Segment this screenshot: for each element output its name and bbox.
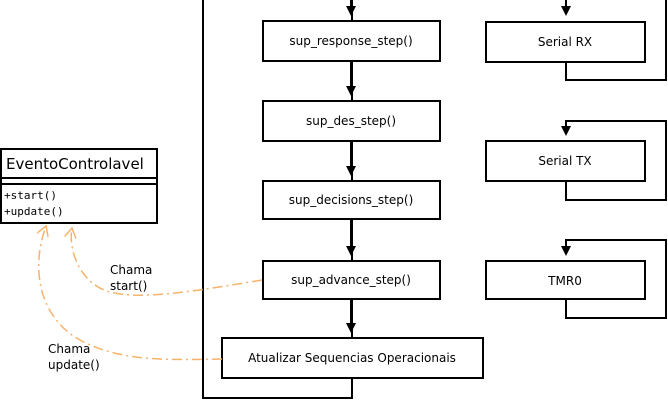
serial-tx-box bbox=[485, 140, 646, 182]
step-label-update-sequences: Atualizar Sequencias Operacionais bbox=[248, 351, 456, 365]
step-label-decisions: sup_decisions_step() bbox=[289, 193, 414, 207]
call-label-update-line1: Chama bbox=[48, 342, 90, 356]
step-box-advance bbox=[262, 260, 441, 300]
step-label-des: sup_des_step() bbox=[306, 114, 396, 128]
step-box-update-sequences bbox=[221, 337, 484, 379]
class-name: EventoControlavel bbox=[6, 155, 144, 173]
call-label-start-line1: Chama bbox=[110, 263, 152, 277]
step-box-response bbox=[262, 20, 441, 62]
serial-rx-label: Serial RX bbox=[538, 35, 592, 49]
call-link-start bbox=[71, 228, 263, 296]
class-method-start: +start() bbox=[4, 189, 57, 202]
class-box bbox=[0, 148, 158, 224]
step-label-response: sup_response_step() bbox=[289, 34, 412, 48]
tmr0-label: TMR0 bbox=[547, 274, 582, 288]
serial-tx-loop bbox=[561, 120, 667, 201]
step-box-decisions bbox=[262, 180, 441, 220]
call-label-start-line2: start() bbox=[110, 279, 147, 293]
step-label-advance: sup_advance_step() bbox=[291, 273, 411, 287]
serial-tx-label: Serial TX bbox=[538, 154, 591, 168]
class-method-update: +update() bbox=[4, 205, 64, 218]
call-label-update-line2: update() bbox=[48, 358, 100, 372]
serial-rx-loop bbox=[561, 0, 667, 81]
call-link-update bbox=[39, 226, 223, 361]
tmr0-loop bbox=[561, 239, 667, 319]
